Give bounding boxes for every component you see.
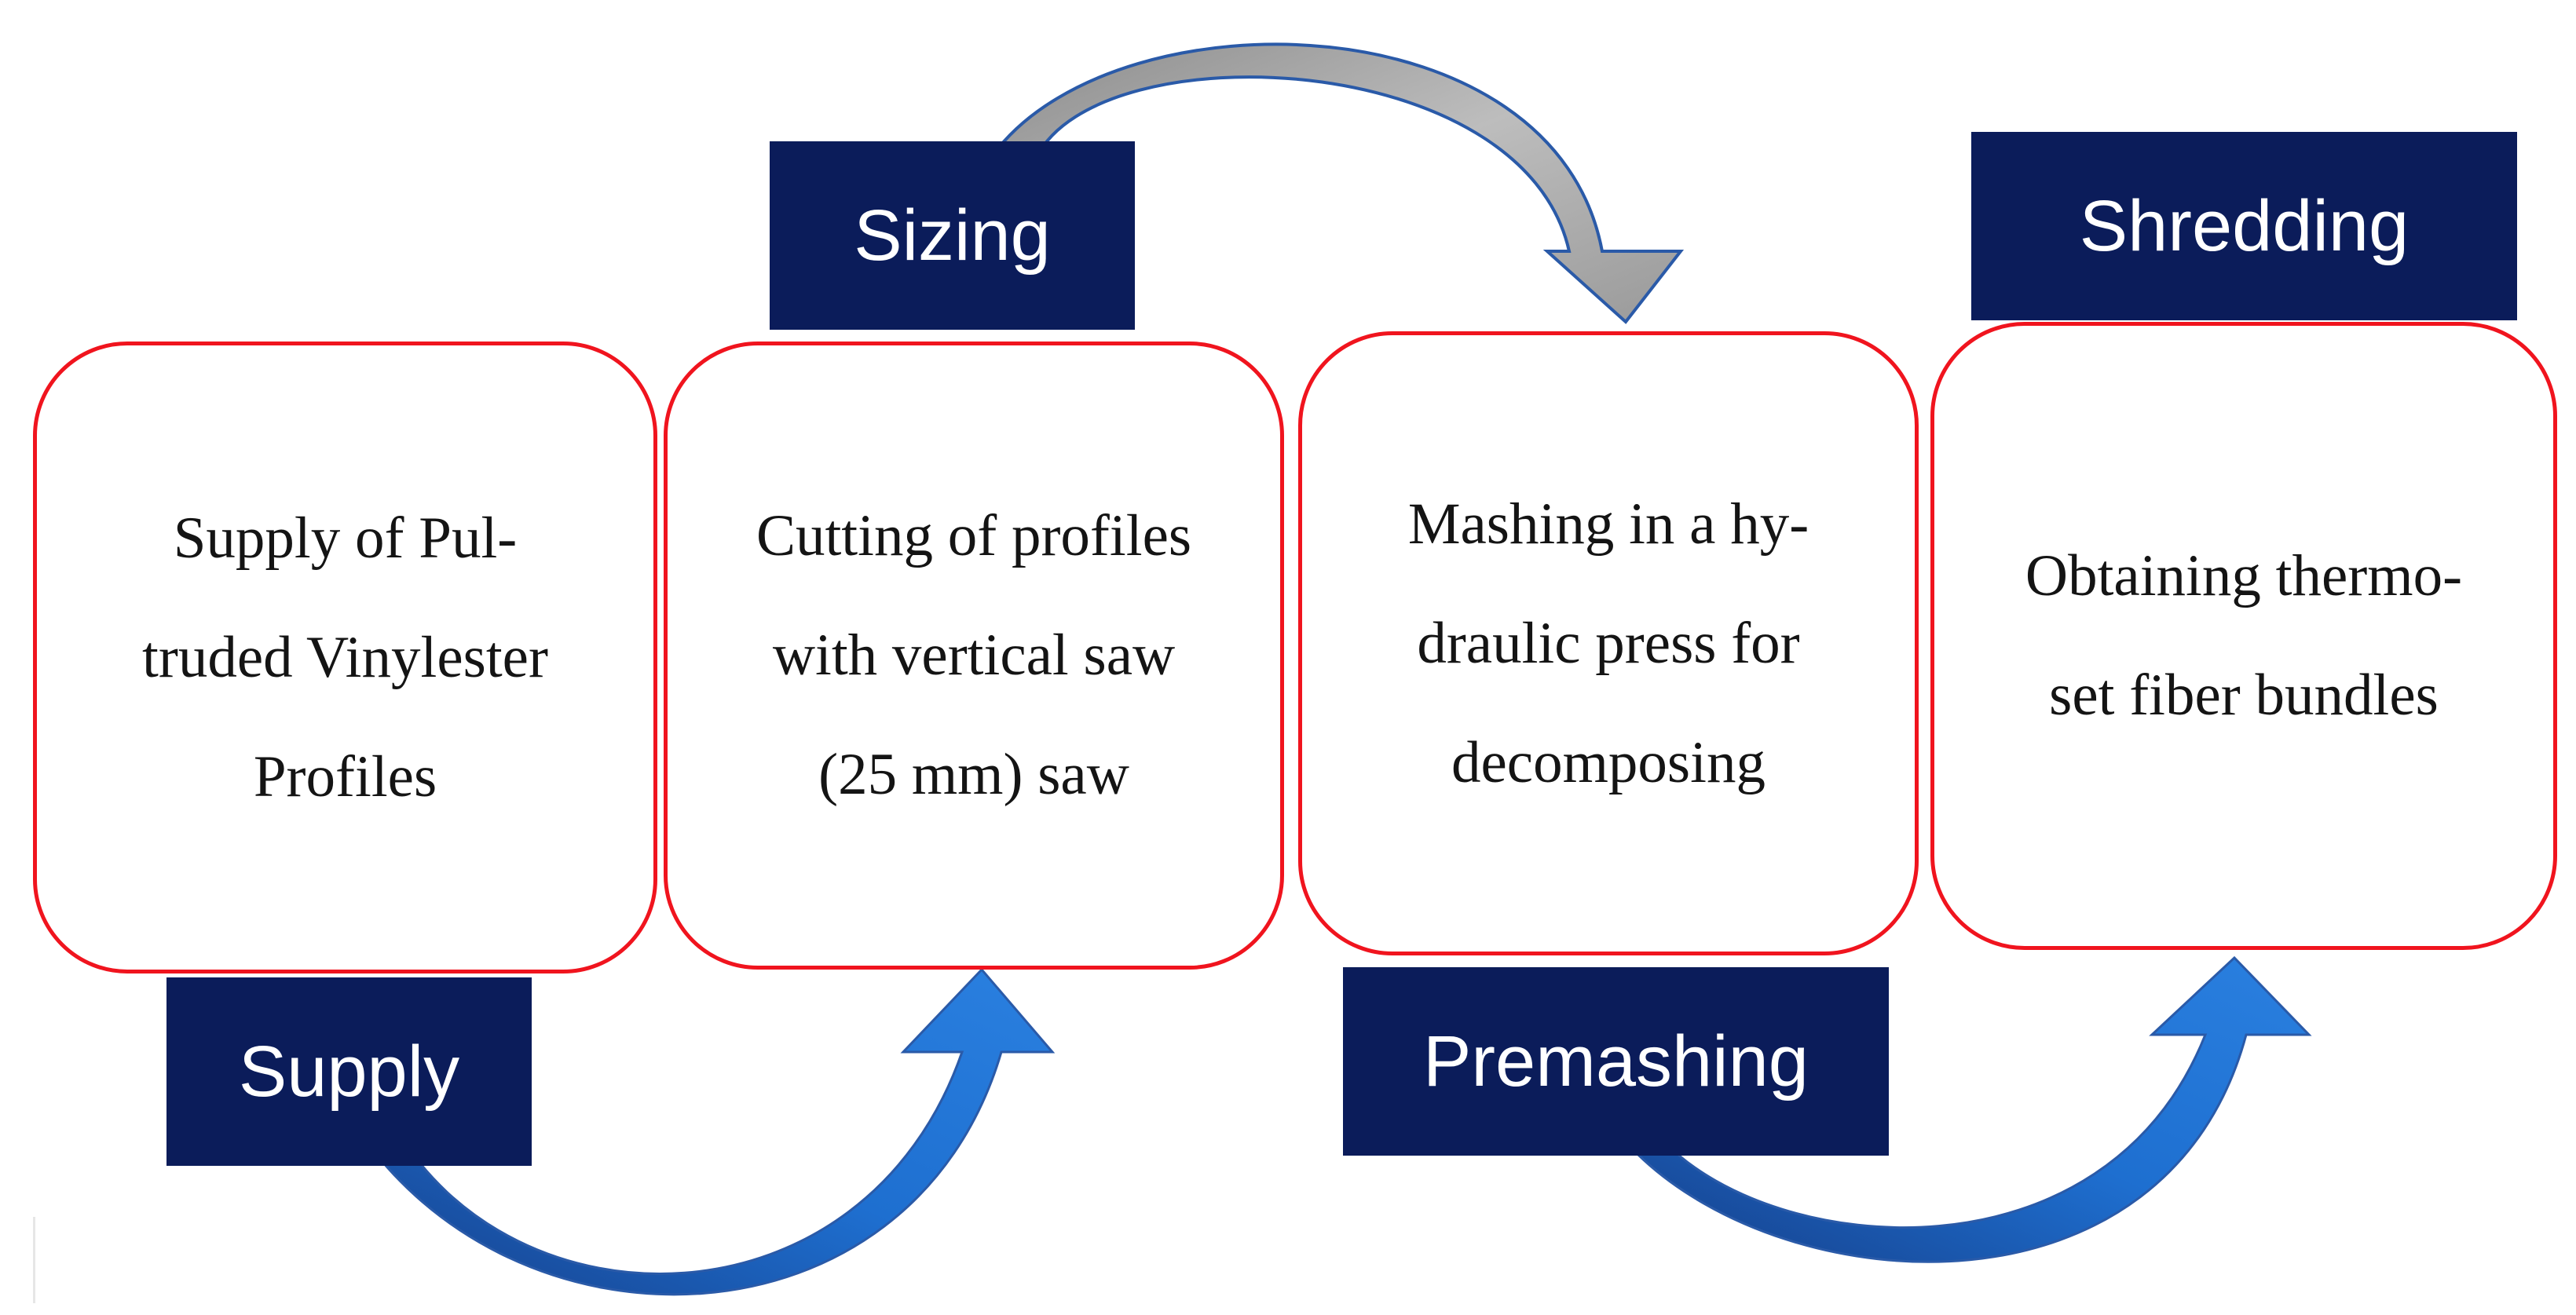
stage-label-premashing: Premashing — [1343, 967, 1889, 1156]
step-box-obtaining: Obtaining thermo- set fiber bundles — [1930, 322, 2557, 950]
stage-label-sizing: Sizing — [770, 141, 1135, 330]
curved-arrow-premashing-to-obtaining — [1635, 955, 2312, 1263]
step-box-supply: Supply of Pul- truded Vinylester Profile… — [33, 342, 657, 973]
curved-arrow-supply-to-cutting — [351, 967, 1056, 1296]
step-box-cutting: Cutting of profiles with vertical saw (2… — [664, 342, 1284, 970]
stage-label-supply: Supply — [166, 977, 532, 1166]
step-text-obtaining: Obtaining thermo- set fiber bundles — [2025, 543, 2463, 728]
step-text-mashing: Mashing in a hy- draulic press for decom… — [1407, 491, 1809, 795]
left-edge-mark — [33, 1217, 35, 1303]
step-text-supply: Supply of Pul- truded Vinylester Profile… — [142, 505, 548, 809]
curved-arrow-sizing-to-mashing — [994, 42, 1685, 324]
step-box-mashing: Mashing in a hy- draulic press for decom… — [1298, 331, 1919, 955]
stage-label-shredding: Shredding — [1971, 132, 2517, 320]
step-text-cutting: Cutting of profiles with vertical saw (2… — [756, 503, 1192, 807]
